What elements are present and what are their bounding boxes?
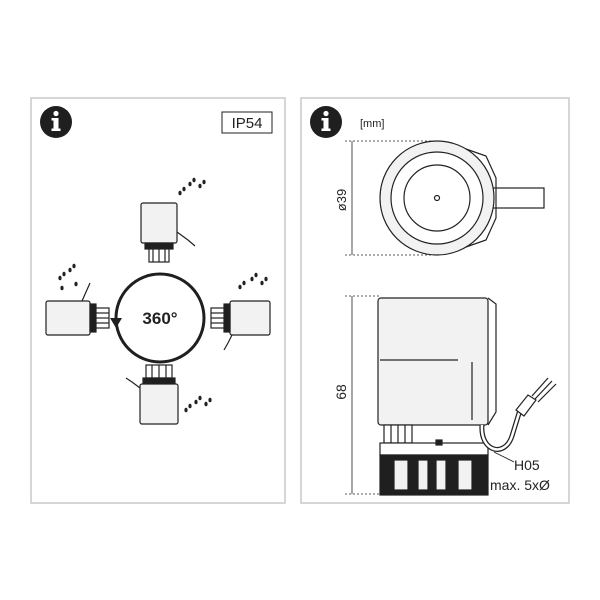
cable-spec-label: max. 5xØ: [490, 477, 550, 493]
height-label: 68: [333, 384, 349, 400]
info-icon: [310, 106, 342, 138]
water-drops-right: [238, 272, 268, 290]
right-panel-frame: [300, 97, 570, 504]
water-drops-left: [58, 263, 78, 291]
height-dimension: [345, 295, 380, 495]
water-drops-top: [178, 177, 206, 196]
actuator-left: [45, 282, 110, 336]
cable-leader-line: [493, 451, 515, 463]
diameter-dimension: [345, 140, 437, 256]
top-view: [379, 140, 545, 256]
side-view: [377, 297, 557, 496]
left-panel-frame: [30, 97, 286, 504]
ip-rating-box: [221, 111, 273, 134]
actuator-right: [210, 300, 271, 351]
water-drops-bottom: [184, 395, 212, 413]
ip-rating-label: IP54: [232, 115, 263, 132]
actuator-top: [140, 202, 196, 263]
rotation-label: 360°: [142, 309, 177, 328]
rotation-arrow: [110, 272, 206, 364]
actuator-bottom: [125, 364, 179, 425]
cable-type-label: H05: [514, 457, 540, 473]
info-icon: [40, 106, 72, 138]
diameter-label: ø39: [334, 189, 349, 211]
unit-label: [mm]: [360, 118, 384, 130]
